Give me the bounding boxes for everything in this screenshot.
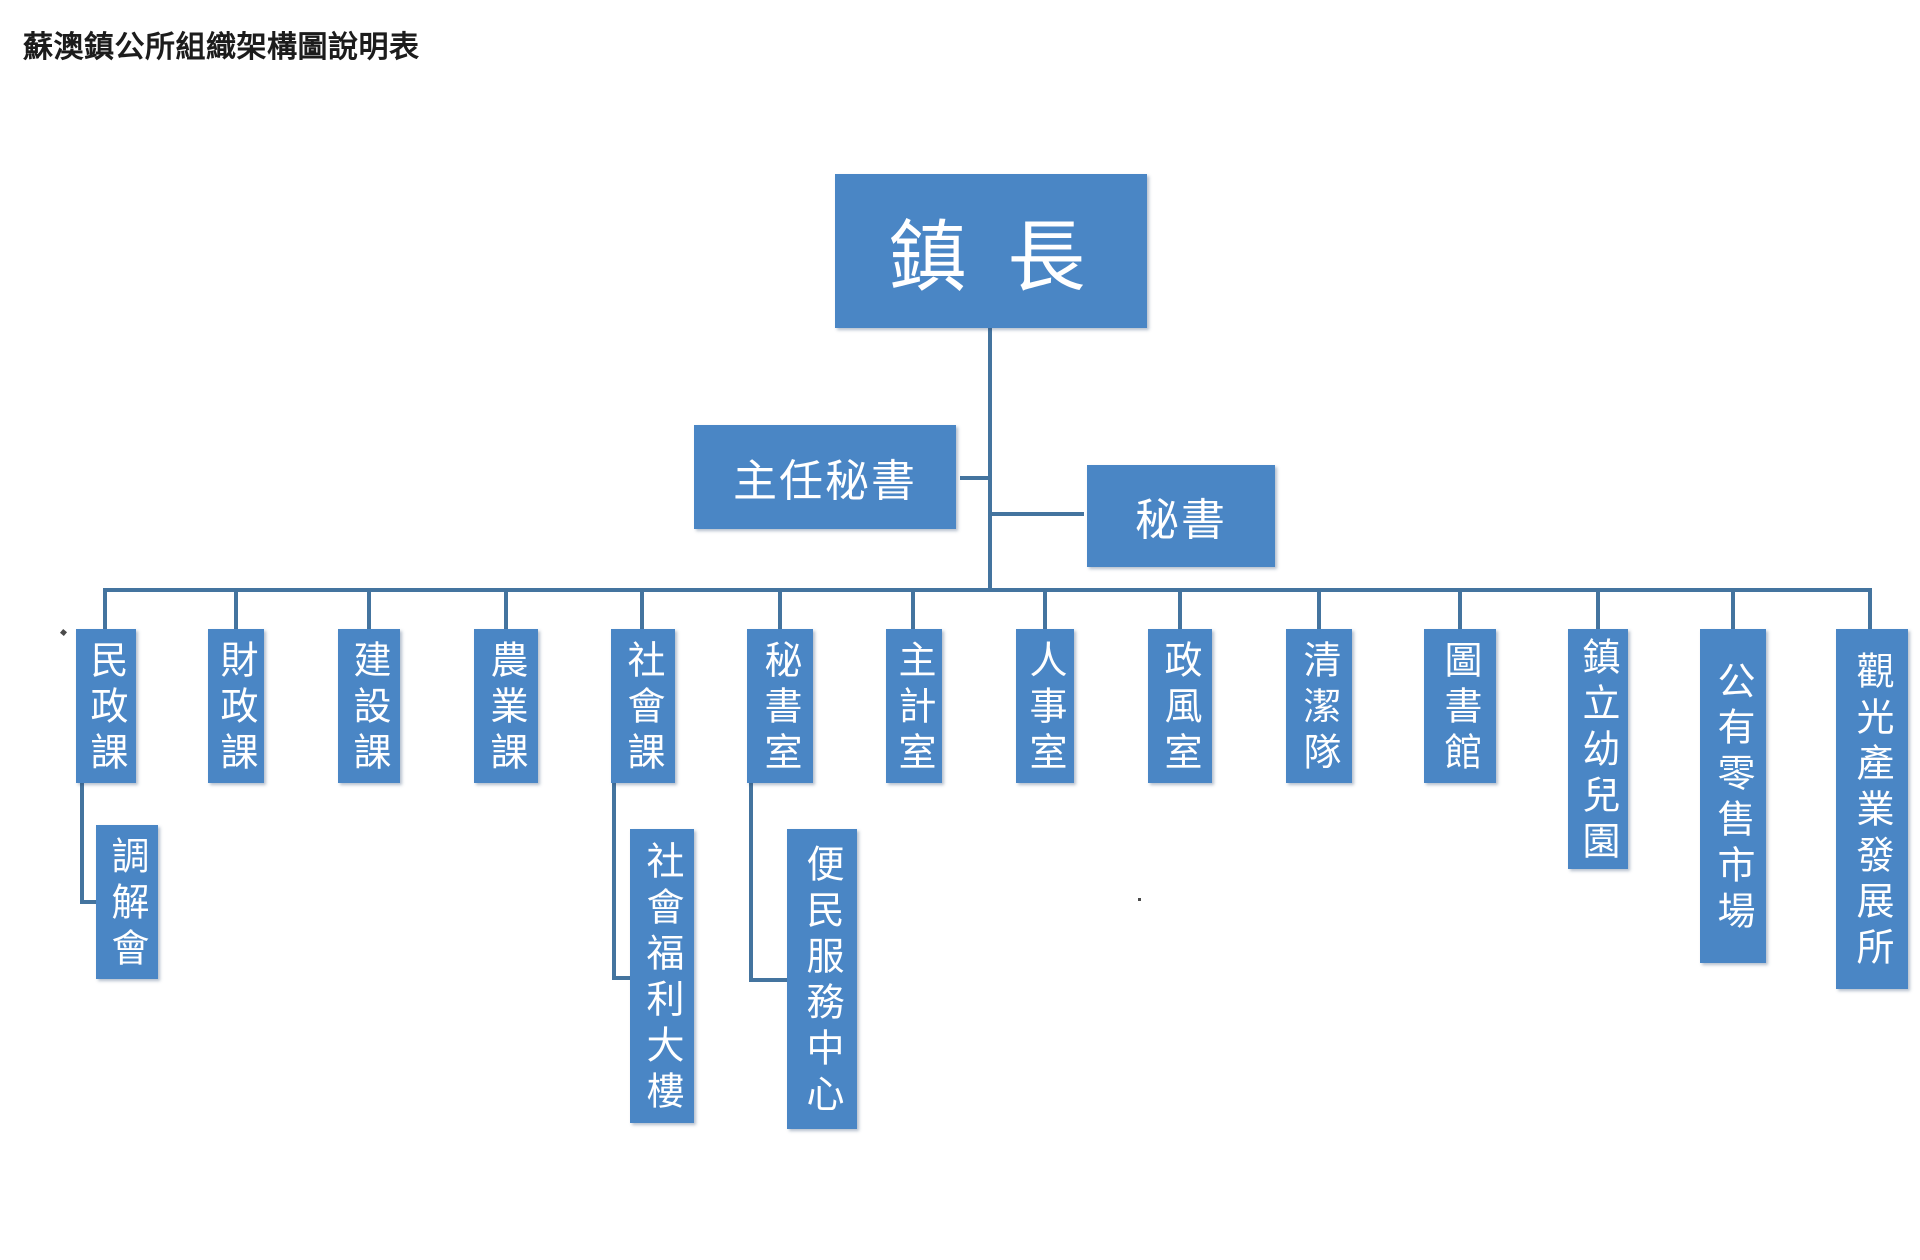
unit-box-civil-affairs: 民政課: [76, 629, 136, 783]
sub-unit-box-service-center: 便民服務中心: [787, 829, 857, 1129]
mayor-box: 鎮 長: [835, 174, 1147, 328]
unit-box-ethics: 政風室: [1148, 629, 1212, 783]
unit-box-personnel: 人事室: [1016, 629, 1074, 783]
unit-box-construction: 建設課: [338, 629, 400, 783]
unit-box-public-market: 公有零售市場: [1700, 629, 1766, 963]
unit-box-tourism: 觀光產業發展所: [1836, 629, 1908, 989]
unit-box-sanitation: 清潔隊: [1286, 629, 1352, 783]
unit-box-library: 圖書館: [1424, 629, 1496, 783]
secretary-box: 秘書: [1087, 465, 1275, 567]
page-title: 蘇澳鎮公所組織架構圖說明表: [23, 30, 420, 65]
sub-unit-box-social-welfare-building: 社會福利大樓: [630, 829, 694, 1123]
unit-box-secretariat: 秘書室: [747, 629, 813, 783]
unit-box-accounting: 主計室: [886, 629, 942, 783]
sub-unit-box-mediation: 調解會: [96, 825, 158, 979]
unit-box-social: 社會課: [611, 629, 675, 783]
chief-secretary-box: 主任秘書: [694, 425, 956, 529]
unit-box-finance: 財政課: [208, 629, 264, 783]
unit-box-agriculture: 農業課: [474, 629, 538, 783]
stray-mark: [1138, 898, 1141, 901]
unit-box-kindergarten: 鎮立幼兒園: [1568, 629, 1628, 869]
